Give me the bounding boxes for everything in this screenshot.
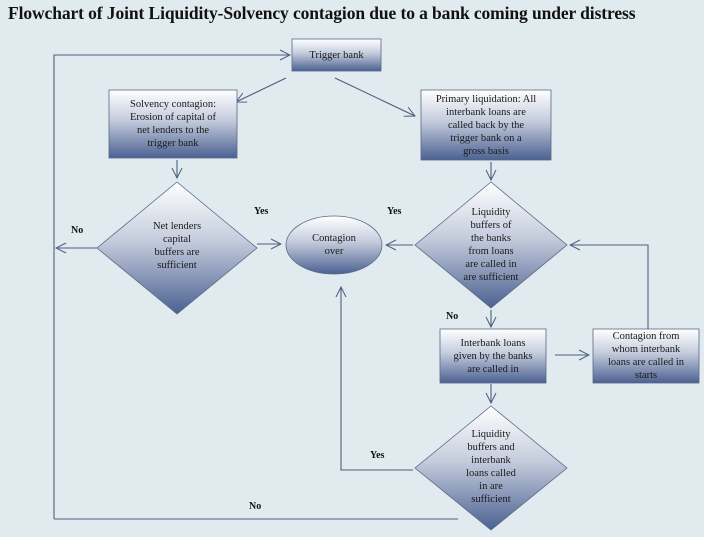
label-liquidity-no: No [446,311,459,322]
contagion-from-whom-label: Contagion from whom interbank loans are … [607,331,685,381]
interbank-loans-label: Interbank loans given by the banks are c… [453,337,533,375]
edge-final-yes [341,287,413,471]
final-decision-label: Liquidity buffers and interbank loans ca… [466,429,516,505]
chart-title: Flowchart of Joint Liquidity-Solvency co… [8,3,636,23]
liquidity-decision-label: Liquidity buffers of the banks from loan… [463,207,519,283]
node-contagion-from-whom [592,328,700,384]
label-net-lenders-no: No [71,225,84,236]
net-lenders-decision-label: Net lenders capital buffers are sufficie… [152,221,202,271]
node-primary-liquidation [420,89,552,161]
label-final-yes: Yes [370,450,385,461]
node-trigger-bank [291,38,382,72]
label-net-lenders-yes: Yes [254,206,269,217]
primary-liquidation-label: Primary liquidation: All interbank loans… [435,93,537,157]
edge-trigger-to-solvency [236,77,287,102]
node-interbank-loans [439,328,547,384]
node-solvency-contagion [108,89,238,159]
label-liquidity-yes: Yes [387,206,402,217]
node-liquidity-decision [414,181,568,309]
edge-contagion-loop [570,245,649,330]
edge-trigger-to-primary [334,77,415,116]
node-final-decision [414,405,568,531]
label-final-no: No [249,501,262,512]
edge-loop-to-trigger [53,55,290,519]
contagion-over-label: Contagion over [312,233,356,257]
solvency-contagion-label: Solvency contagion: Erosion of capital o… [129,99,217,149]
node-contagion-over [285,215,383,275]
trigger-bank-label: Trigger bank [309,49,364,61]
node-net-lenders-decision [96,181,258,315]
